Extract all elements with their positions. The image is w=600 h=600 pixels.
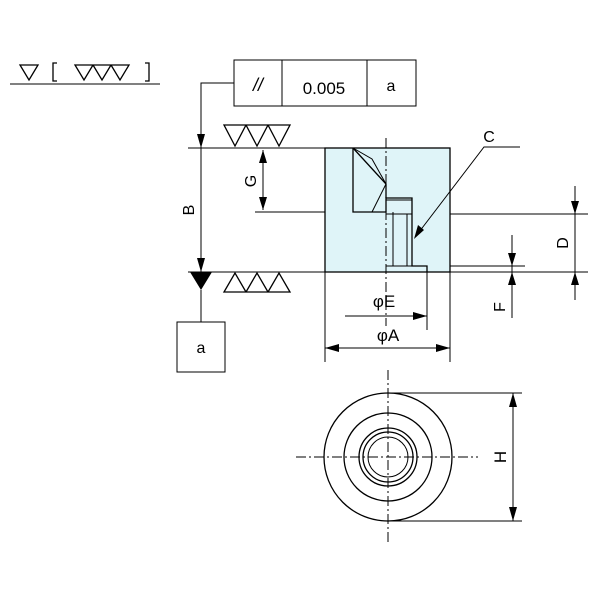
bracket-open-icon — [52, 62, 57, 82]
side-view: B a G D F φE φA C — [176, 124, 588, 373]
callout-C-label: C — [483, 129, 495, 146]
dimension-H-label: H — [491, 451, 510, 463]
bottom-finish-symbol-icon — [222, 271, 292, 293]
triple-finish-triangles-icon — [73, 64, 131, 82]
parallelism-symbol: // — [251, 75, 265, 95]
dimension-F-label: F — [492, 302, 509, 312]
dimension-G-label: G — [243, 175, 260, 187]
dimension-E-label: φE — [373, 292, 395, 311]
tolerance-datum: a — [387, 78, 396, 95]
top-view: H — [296, 370, 522, 545]
finish-triangle-icon — [18, 64, 40, 82]
callout-arrow-icon — [414, 225, 424, 239]
tolerance-frame: // 0.005 a — [197, 59, 417, 148]
dimension-B-label: B — [181, 205, 198, 216]
dimension-D-label: D — [555, 237, 572, 249]
leader-arrow-icon — [197, 134, 205, 148]
top-finish-symbol-icon — [222, 124, 292, 148]
general-surface-finish-note — [10, 62, 160, 85]
bracket-close-icon — [145, 62, 150, 82]
datum-triangle-icon — [190, 272, 212, 290]
datum-label: a — [197, 340, 206, 357]
tolerance-value: 0.005 — [303, 79, 346, 98]
part-body — [324, 147, 451, 273]
dimension-A-label: φA — [377, 326, 400, 345]
